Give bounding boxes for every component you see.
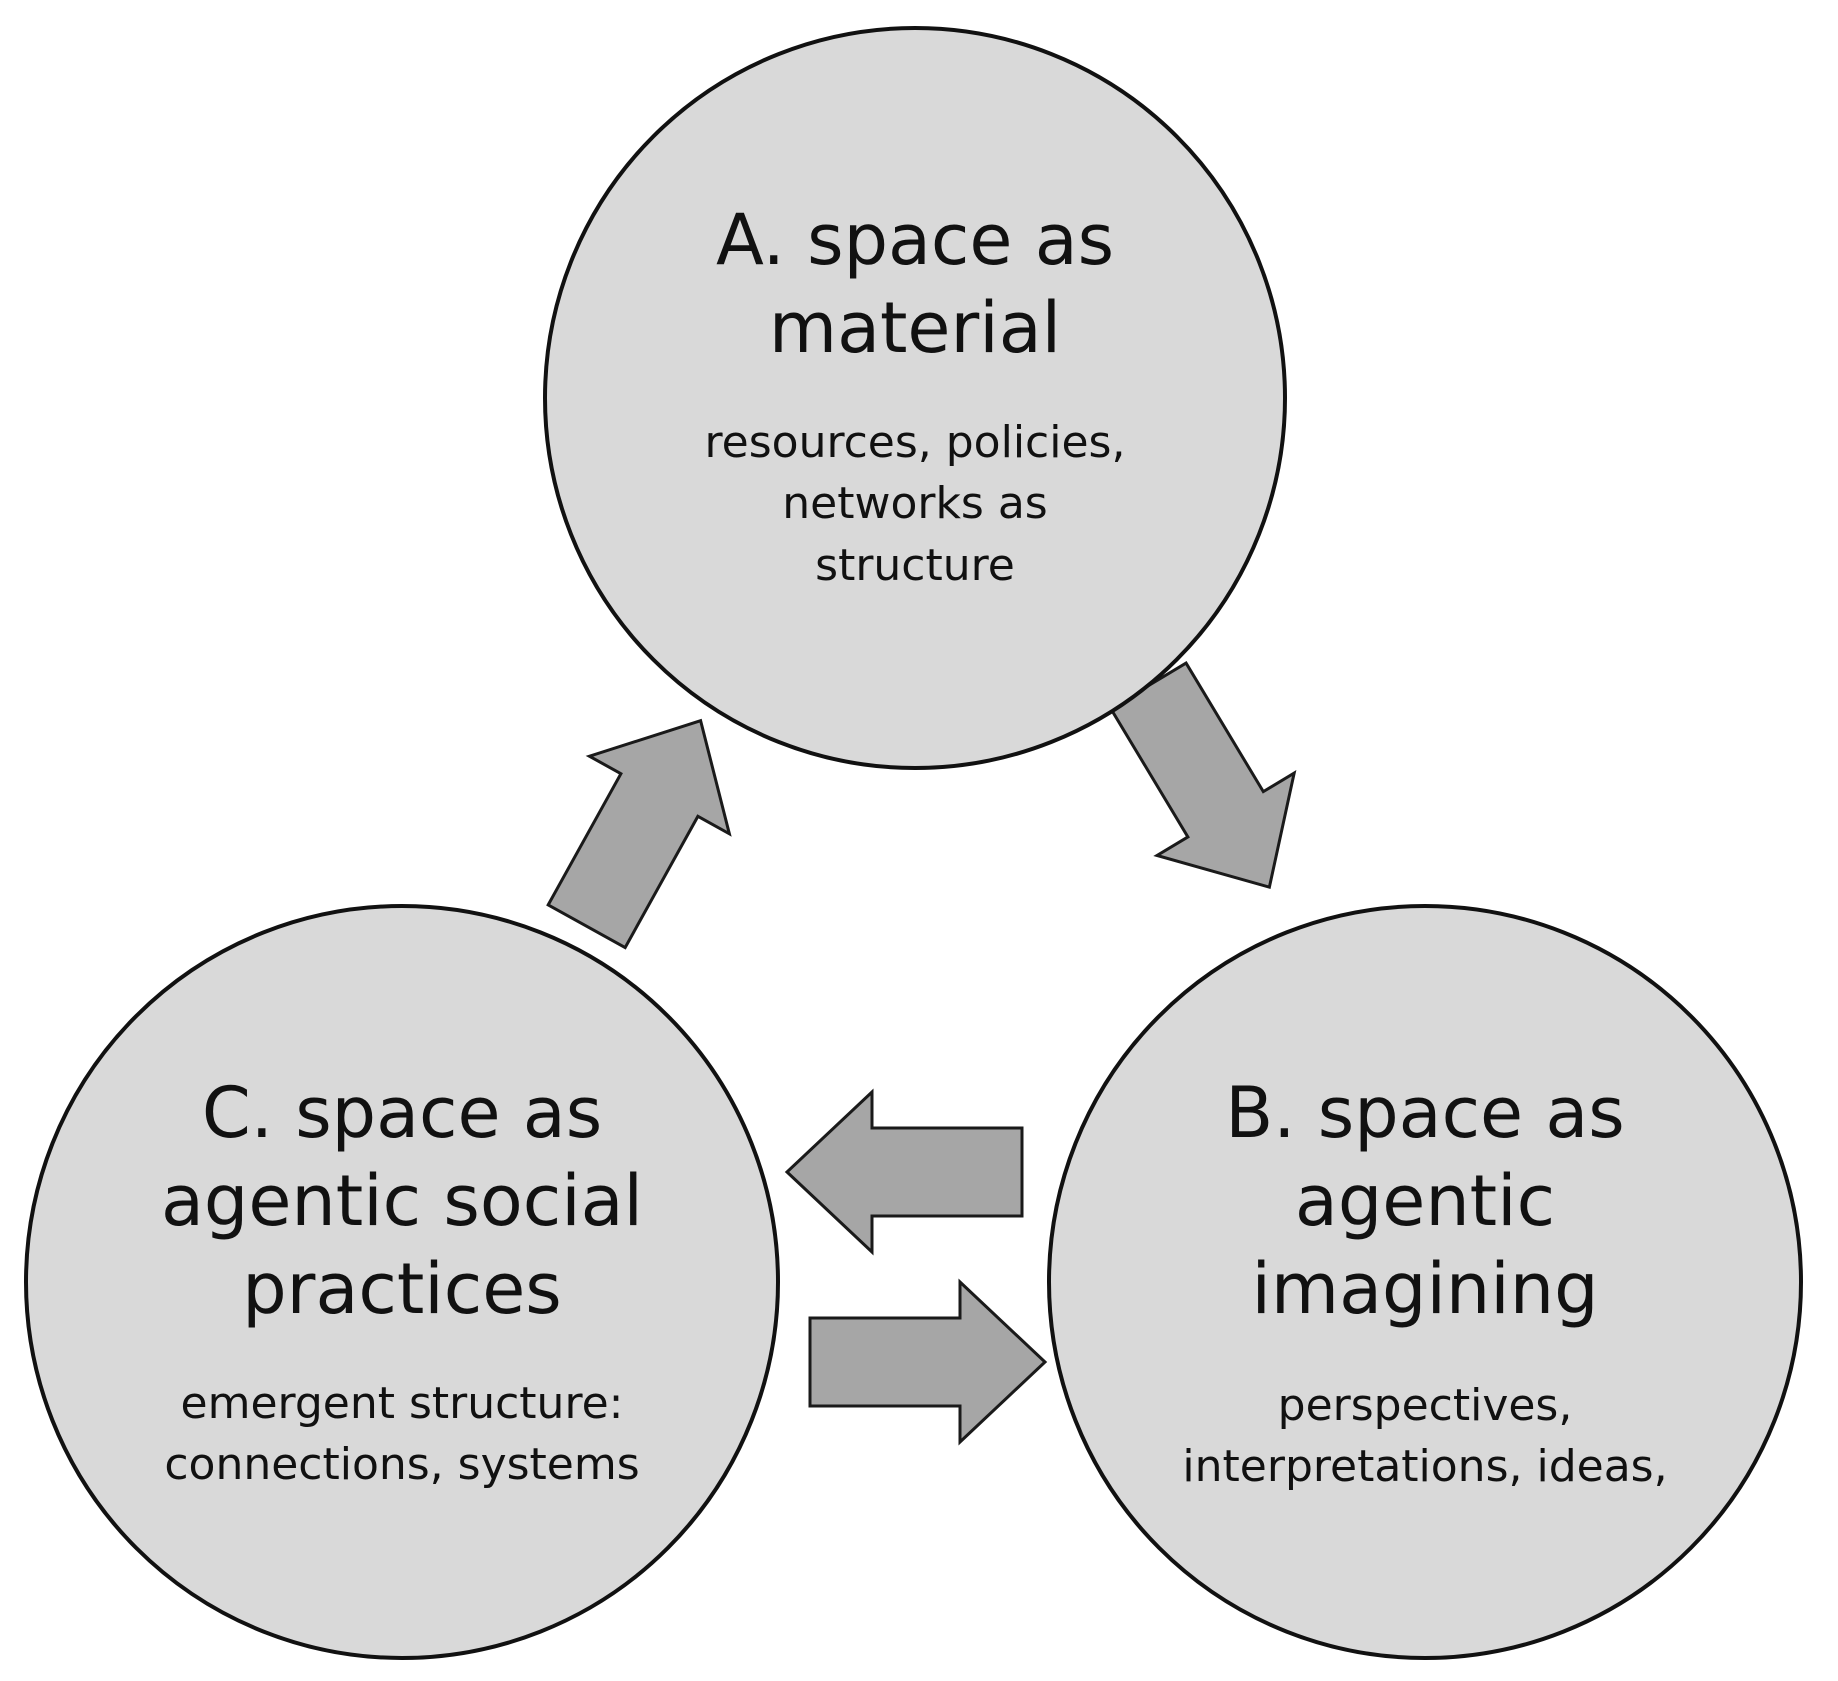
node-b-title-line-2: agentic bbox=[1295, 1160, 1555, 1242]
node-a: A. space as material resources, policies… bbox=[543, 26, 1287, 770]
node-b: B. space as agentic imagining perspectiv… bbox=[1047, 904, 1803, 1660]
node-a-subtitle-line-1: resources, policies, bbox=[705, 417, 1126, 468]
arrow-b-to-c bbox=[784, 1088, 1024, 1256]
node-c: C. space as agentic social practices eme… bbox=[24, 904, 780, 1660]
arrow-c-to-a bbox=[546, 718, 732, 950]
node-a-title-line-2: material bbox=[769, 287, 1061, 369]
node-c-subtitle-line-1: emergent structure: bbox=[181, 1378, 624, 1429]
node-b-circle bbox=[1047, 904, 1803, 1660]
arrow-c-to-b bbox=[808, 1278, 1048, 1446]
node-c-subtitle-line-2: connections, systems bbox=[164, 1439, 639, 1490]
node-c-title-line-2: agentic social bbox=[161, 1160, 643, 1242]
node-b-title-line-1: B. space as bbox=[1225, 1072, 1625, 1154]
node-b-subtitle-line-2: interpretations, ideas, bbox=[1182, 1441, 1667, 1492]
arrow-a-to-b bbox=[1108, 660, 1297, 890]
node-c-title-line-3: practices bbox=[242, 1248, 562, 1330]
node-b-subtitle-line-1: perspectives, bbox=[1278, 1380, 1573, 1431]
node-a-title-line-1: A. space as bbox=[716, 199, 1114, 281]
node-c-title-line-1: C. space as bbox=[202, 1072, 602, 1154]
node-a-subtitle-line-3: structure bbox=[815, 540, 1015, 591]
node-b-title-line-3: imagining bbox=[1251, 1248, 1598, 1330]
node-a-subtitle-line-2: networks as bbox=[782, 478, 1047, 529]
node-c-circle bbox=[24, 904, 780, 1660]
node-a-circle bbox=[543, 26, 1287, 770]
